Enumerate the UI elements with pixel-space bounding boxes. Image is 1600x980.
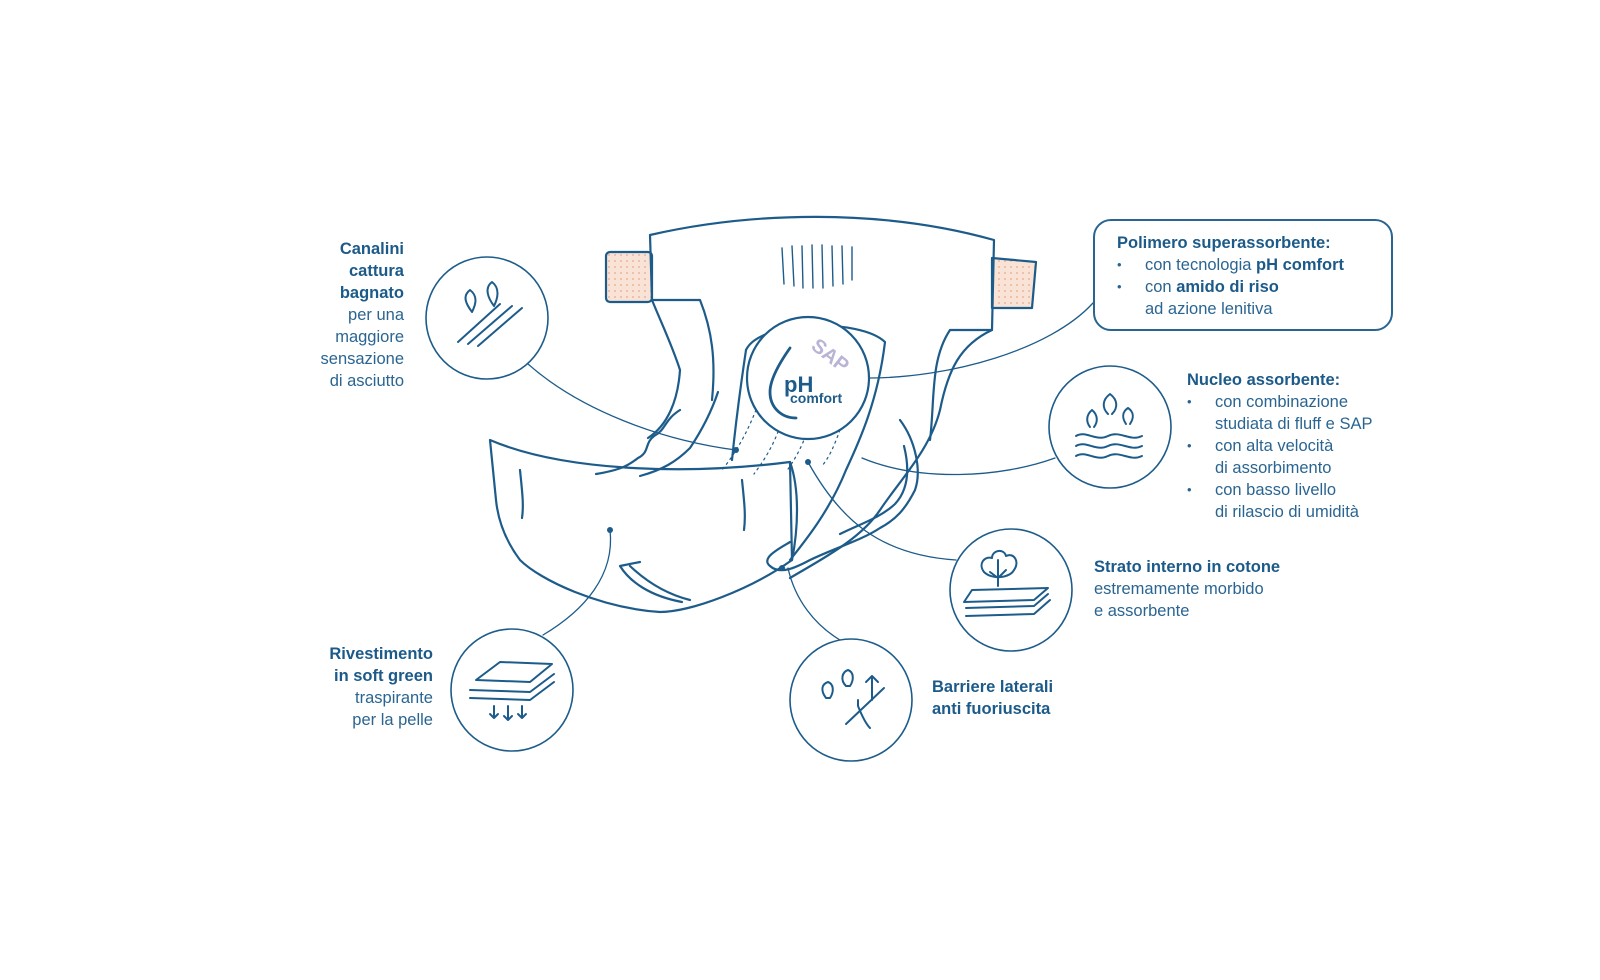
- canalini-desc-3: sensazione: [320, 350, 404, 368]
- strato-label: Strato interno in cotone estremamente mo…: [1094, 556, 1280, 622]
- canalini-desc-2: maggiore: [335, 328, 404, 346]
- rivestimento-icon-circle: [450, 628, 574, 752]
- rivestimento-title-1: Rivestimento: [329, 645, 433, 663]
- badge-comfort-text: comfort: [790, 390, 842, 406]
- strato-desc-1: estremamente morbido: [1094, 580, 1264, 598]
- polimero-title: Polimero superassorbente:: [1117, 234, 1331, 252]
- polimero-item-2: con amido di riso: [1117, 276, 1344, 298]
- polimero-item-1-text: con tecnologia: [1145, 256, 1256, 274]
- nucleo-title: Nucleo assorbente:: [1187, 371, 1341, 389]
- strato-desc-2: e assorbente: [1094, 602, 1190, 620]
- cotton-layers-icon: [963, 550, 1051, 617]
- water-drops-waves-icon: [1075, 393, 1143, 459]
- canalini-title-3: bagnato: [339, 284, 404, 302]
- canalini-icon-circle: [425, 256, 549, 380]
- polimero-label: Polimero superassorbente: con tecnologia…: [1117, 232, 1344, 320]
- rivestimento-label: Rivestimento in soft green traspirante p…: [300, 643, 433, 731]
- nucleo-item-1: con combinazione: [1187, 391, 1372, 413]
- leak-barrier-icon: [821, 669, 885, 729]
- rivestimento-desc-2: per la pelle: [352, 711, 433, 729]
- rivestimento-desc-1: traspirante: [355, 689, 433, 707]
- canalini-label: Canalini cattura bagnato per una maggior…: [290, 238, 404, 392]
- nucleo-icon-circle: [1048, 365, 1172, 489]
- polimero-item-2-text: con: [1145, 278, 1177, 296]
- barriere-title-2: anti fuoriuscita: [932, 700, 1051, 718]
- barriere-title-1: Barriere laterali: [932, 678, 1054, 696]
- polimero-item-2-bold: amido di riso: [1176, 278, 1279, 296]
- strato-icon-circle: [949, 528, 1073, 652]
- diaper-front-panel: [488, 438, 794, 614]
- canalini-desc-4: di asciutto: [329, 372, 404, 390]
- connector-lines: [527, 302, 1094, 641]
- drop-icon: [768, 346, 798, 420]
- waistband-lines: [781, 244, 853, 289]
- left-tab: [604, 250, 654, 304]
- nucleo-item-3: con basso livello: [1187, 479, 1372, 501]
- nucleo-label: Nucleo assorbente: con combinazione stud…: [1187, 369, 1372, 523]
- canalini-desc-1: per una: [348, 306, 404, 324]
- rivestimento-title-2: in soft green: [333, 667, 433, 685]
- right-tab: [990, 256, 1038, 310]
- barriere-label: Barriere laterali anti fuoriuscita: [932, 676, 1053, 720]
- channel-dashes: [721, 409, 841, 475]
- nucleo-item-2: con alta velocità: [1187, 435, 1372, 457]
- breathable-layers-icon: [469, 661, 555, 721]
- canalini-title-2: cattura: [348, 262, 404, 280]
- nucleo-item-2-cont: di assorbimento: [1215, 459, 1332, 477]
- polimero-item-1-bold: pH comfort: [1256, 256, 1344, 274]
- canalini-title-1: Canalini: [339, 240, 404, 258]
- barriere-icon-circle: [789, 638, 913, 762]
- diaper-back-panel: [646, 215, 996, 580]
- nucleo-item-1-cont: studiata di fluff e SAP: [1215, 415, 1373, 433]
- badge-ph-text: pH: [784, 372, 813, 397]
- connector-dots: [607, 447, 811, 571]
- strato-title: Strato interno in cotone: [1094, 558, 1281, 576]
- polimero-item-2-cont: ad azione lenitiva: [1145, 300, 1273, 318]
- drops-channels-icon: [457, 281, 523, 347]
- nucleo-item-3-cont: di rilascio di umidità: [1215, 503, 1359, 521]
- ph-comfort-badge: [745, 315, 871, 441]
- polimero-item-1: con tecnologia pH comfort: [1117, 254, 1344, 276]
- polimero-box: [1093, 219, 1393, 331]
